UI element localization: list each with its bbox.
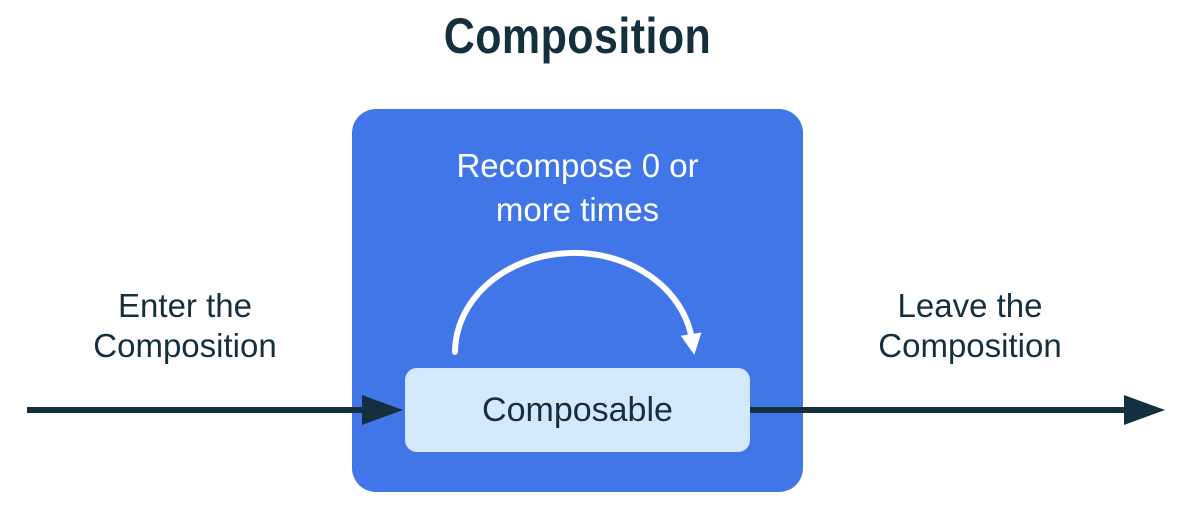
leave-composition-label: Leave the Composition: [810, 286, 1130, 366]
recompose-label: Recompose 0 or more times: [352, 144, 803, 232]
recompose-label-line1: Recompose 0 or: [456, 147, 699, 184]
enter-label-line1: Enter the: [118, 287, 252, 324]
enter-label-line2: Composition: [93, 327, 277, 364]
leave-arrow-icon: [750, 395, 1165, 425]
recompose-label-line2: more times: [495, 191, 660, 228]
composable-box: Composable: [405, 368, 750, 452]
enter-composition-label: Enter the Composition: [25, 286, 345, 366]
leave-label-line2: Composition: [878, 327, 1062, 364]
composable-label: Composable: [482, 390, 673, 429]
leave-label-line1: Leave the: [897, 287, 1043, 324]
diagram-title: Composition: [443, 8, 712, 64]
enter-arrow-icon: [27, 395, 403, 425]
